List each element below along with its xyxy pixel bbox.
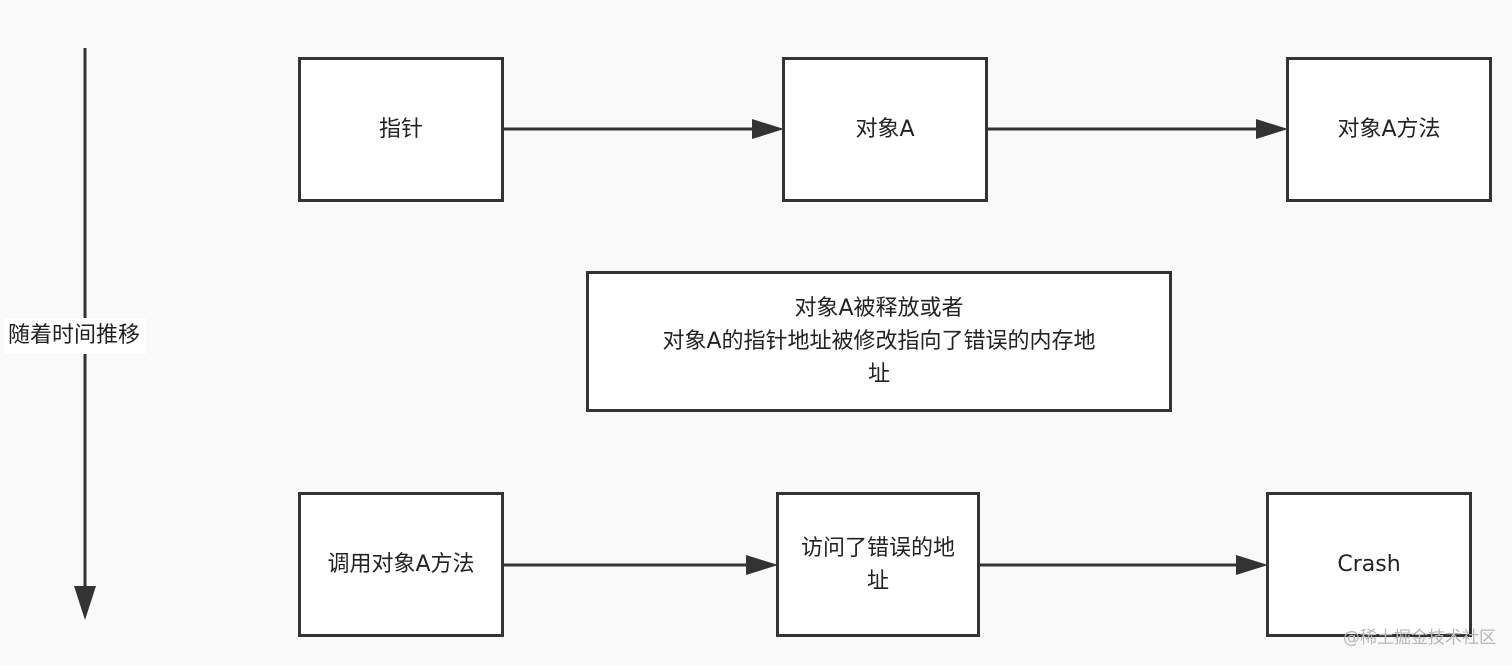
node-pointer-text: 指针 xyxy=(378,117,423,142)
arrowhead-access-to-crash xyxy=(1236,555,1268,575)
arrowhead-object-a-to-method xyxy=(1256,119,1288,139)
time-axis-arrowhead xyxy=(74,586,96,620)
arrowhead-call-to-access xyxy=(746,555,778,575)
node-pointer: 指针 xyxy=(298,57,504,202)
node-crash-text: Crash xyxy=(1337,552,1401,577)
node-object-a-text: 对象A xyxy=(855,117,915,142)
node-object-a-method: 对象A方法 xyxy=(1286,57,1492,202)
node-access-wrong-address: 访问了错误的地址 xyxy=(776,492,980,637)
event-line-2: 对象A的指针地址被修改指向了错误的内存地 xyxy=(662,329,1096,354)
event-line-1: 对象A被释放或者 xyxy=(794,296,964,321)
node-access-wrong-address-text: 访问了错误的地址 xyxy=(800,535,955,594)
node-call-method: 调用对象A方法 xyxy=(298,492,504,637)
node-event-description: 对象A被释放或者 对象A的指针地址被修改指向了错误的内存地 址 xyxy=(586,271,1172,412)
node-call-method-text: 调用对象A方法 xyxy=(327,552,475,577)
node-object-a-method-text: 对象A方法 xyxy=(1337,117,1441,142)
event-line-3: 址 xyxy=(867,362,890,387)
time-axis-label: 随着时间推移 xyxy=(4,318,147,354)
node-object-a: 对象A xyxy=(782,57,988,202)
node-crash: Crash xyxy=(1266,492,1472,637)
watermark: @稀土掘金技术社区 xyxy=(1343,628,1496,648)
arrowhead-pointer-to-object-a xyxy=(752,119,784,139)
